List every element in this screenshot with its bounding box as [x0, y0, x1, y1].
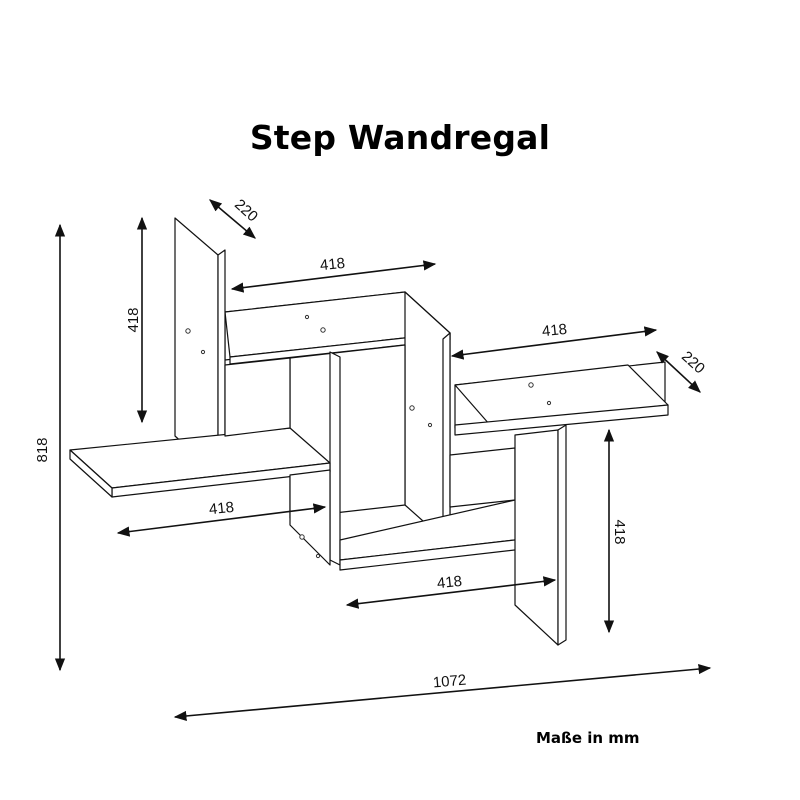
units-note: Maße in mm — [536, 729, 640, 747]
total-width-arrow — [173, 663, 712, 722]
center-inner-divider — [329, 351, 341, 566]
right-shelf-width-label: 418 — [541, 321, 568, 341]
top-shelf-width-arrow — [230, 260, 437, 293]
right-upright-panel — [514, 429, 559, 646]
left-panel-height-label: 418 — [125, 307, 142, 332]
total-width-label: 1072 — [432, 672, 467, 692]
mounting-hole — [200, 349, 206, 355]
right-panel-height-label: 418 — [611, 519, 628, 544]
right-depth-label: 220 — [678, 348, 708, 377]
top-depth-arrow — [209, 199, 256, 239]
left-shelf-side-edge — [69, 449, 113, 498]
dimension-annotations: 818 418 220 418 418 220 418 418 418 1072 — [34, 196, 712, 722]
mounting-hole — [409, 405, 415, 411]
right-depth-arrow — [656, 351, 701, 393]
right-shelf-width-arrow — [450, 326, 658, 360]
lower-compartment-back — [449, 447, 516, 508]
mounting-hole — [185, 328, 191, 334]
mounting-hole — [315, 553, 321, 559]
diagram-title: Step Wandregal — [249, 118, 551, 157]
right-shelf-front-edge — [454, 404, 669, 436]
left-shelf-width-arrow — [116, 503, 327, 537]
bottom-shelf-width-arrow — [345, 576, 557, 609]
top-shelf-width-label: 418 — [319, 255, 346, 275]
right-upright-front — [557, 424, 567, 646]
mounting-hole — [299, 534, 305, 540]
mounting-hole — [304, 314, 310, 320]
mounting-hole — [427, 422, 433, 428]
mounting-hole — [528, 382, 534, 388]
wall-shelf-illustration — [69, 217, 669, 646]
left-shelf-width-label: 418 — [208, 499, 235, 519]
mounting-hole — [546, 400, 552, 406]
left-compartment-back — [224, 357, 291, 437]
bottom-shelf-width-label: 418 — [436, 573, 463, 593]
total-height-label: 818 — [34, 437, 51, 462]
lower-left-panel — [289, 469, 331, 566]
mounting-hole — [320, 327, 326, 333]
